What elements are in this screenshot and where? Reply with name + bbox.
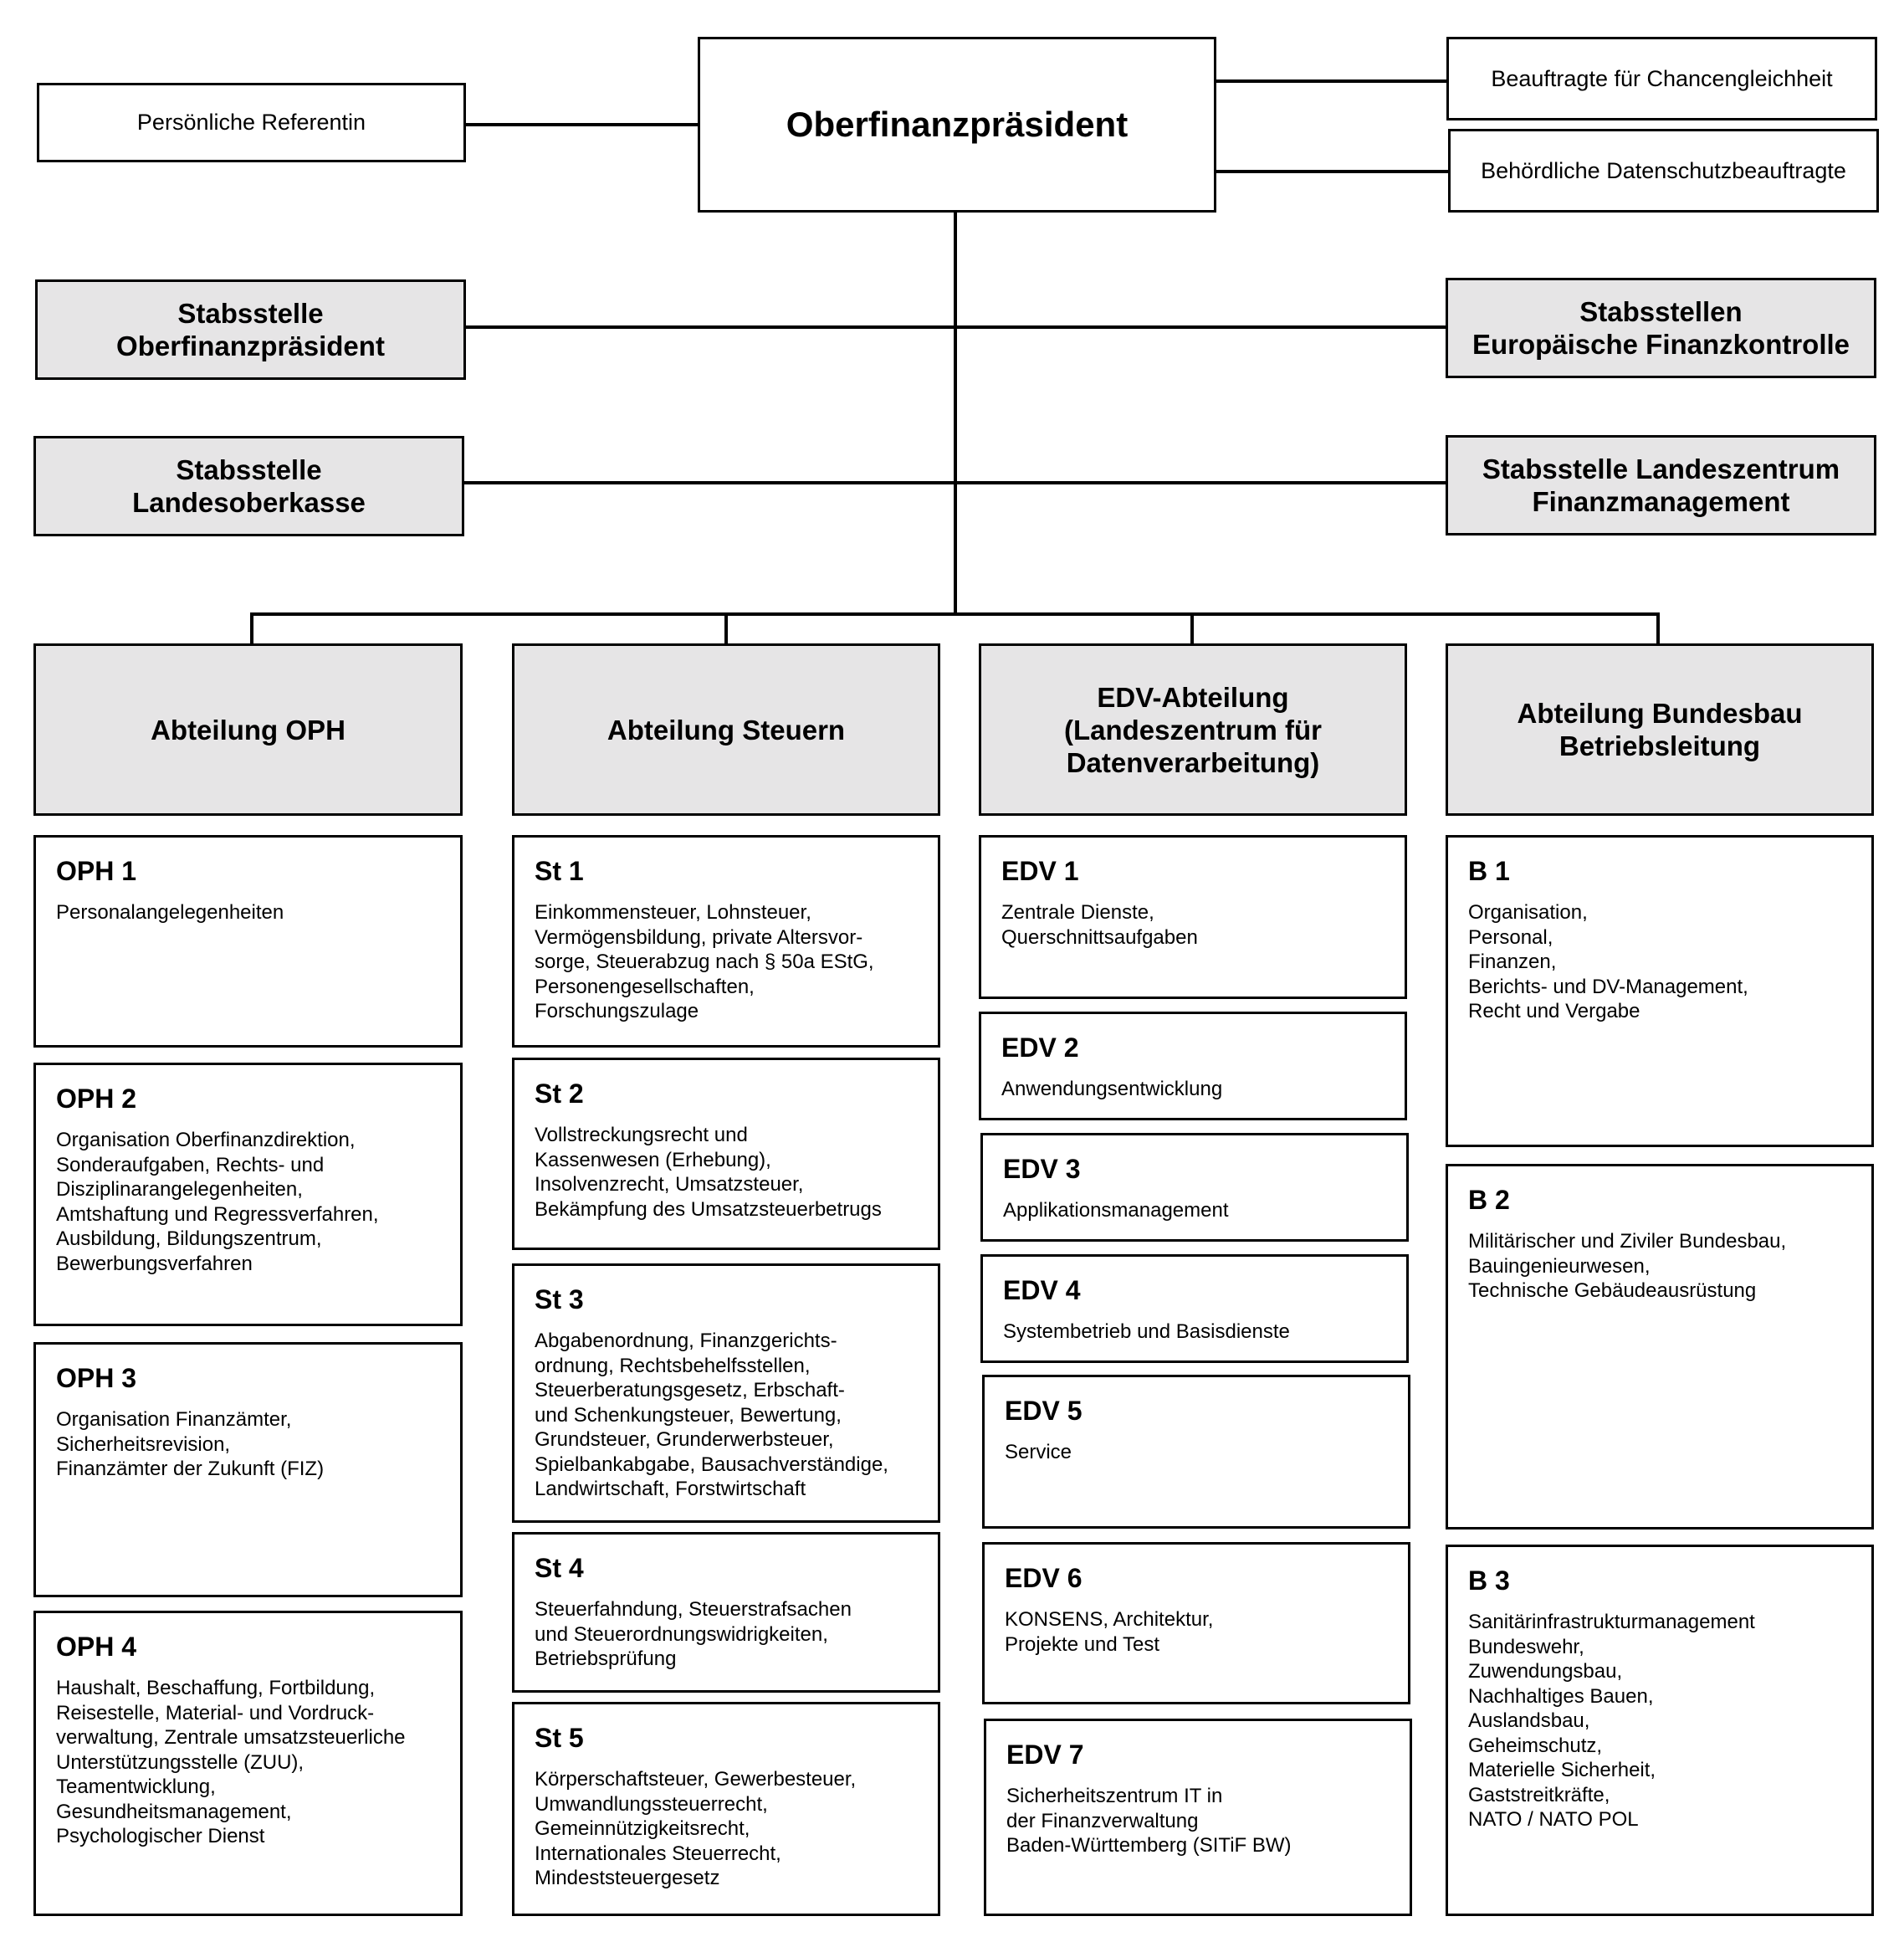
unit-description: Zentrale Dienste, Querschnittsaufgaben (1001, 901, 1198, 949)
unit-code: EDV 6 (1005, 1563, 1083, 1593)
equal-opportunity-box: Beauftragte für Chancengleichheit (1446, 37, 1877, 120)
unit-description: Anwendungsentwicklung (1001, 1078, 1223, 1100)
unit-description: Steuerfahndung, Steuerstrafsachen und St… (535, 1598, 852, 1670)
department-header-steuern: Abteilung Steuern (512, 643, 940, 816)
unit-description: Organisation Finanzämter, Sicherheitsrev… (56, 1408, 325, 1480)
unit-box-b-2: B 2 Militärischer und Ziviler Bundesbau,… (1446, 1164, 1874, 1530)
unit-code: EDV 3 (1003, 1154, 1081, 1184)
unit-code: St 5 (535, 1723, 584, 1753)
unit-description: Einkommensteuer, Lohnsteuer, Vermögensbi… (535, 901, 874, 1022)
unit-code: EDV 4 (1003, 1275, 1081, 1305)
department-name: Abteilung Steuern (607, 714, 846, 746)
unit-code: OPH 3 (56, 1363, 137, 1393)
connector-top-right-1 (1215, 79, 1447, 83)
unit-box-oph-4: OPH 4 Haushalt, Beschaffung, Fortbildung… (33, 1611, 463, 1916)
staff-label-right-2: Stabsstelle Landeszentrum Finanzmanageme… (1482, 453, 1840, 517)
connector-trunk (954, 211, 957, 616)
unit-box-st-5: St 5 Körperschaftsteuer, Gewerbesteuer, … (512, 1702, 940, 1916)
unit-box-oph-1: OPH 1 Personalangelegenheiten (33, 835, 463, 1048)
personal-assistant-label: Persönliche Referentin (136, 110, 366, 135)
unit-description: Organisation Oberfinanzdirektion, Sonder… (56, 1129, 379, 1275)
unit-box-edv-4: EDV 4 Systembetrieb und Basisdienste (980, 1254, 1409, 1363)
connector-dept-oph (250, 612, 253, 646)
personal-assistant-box: Persönliche Referentin (37, 83, 466, 162)
unit-code: B 2 (1468, 1185, 1510, 1215)
staff-label-left-2: Stabsstelle Landesoberkasse (132, 454, 366, 518)
unit-code: EDV 7 (1006, 1740, 1084, 1770)
connector-dept-steuern (724, 612, 728, 646)
unit-code: St 2 (535, 1079, 584, 1109)
staff-box-right-2: Stabsstelle Landeszentrum Finanzmanageme… (1446, 435, 1876, 535)
unit-code: OPH 2 (56, 1084, 137, 1114)
unit-box-st-1: St 1 Einkommensteuer, Lohnsteuer, Vermög… (512, 835, 940, 1048)
connector-top-right-2 (1215, 170, 1449, 173)
head-of-office-box: Oberfinanzpräsident (698, 37, 1216, 213)
department-header-bundesbau: Abteilung Bundesbau Betriebsleitung (1446, 643, 1874, 816)
department-name: Abteilung Bundesbau Betriebsleitung (1517, 698, 1803, 761)
unit-box-st-2: St 2 Vollstreckungsrecht und Kassenwesen… (512, 1058, 940, 1250)
staff-box-left-1: Stabsstelle Oberfinanzpräsident (35, 279, 466, 380)
department-name: Abteilung OPH (151, 714, 345, 746)
department-header-oph: Abteilung OPH (33, 643, 463, 816)
department-name: EDV-Abteilung (Landeszentrum für Datenve… (1063, 681, 1323, 778)
unit-code: St 1 (535, 856, 584, 886)
unit-box-edv-3: EDV 3 Applikationsmanagement (980, 1133, 1409, 1242)
connector-dept-edv (1190, 612, 1194, 646)
connector-dept-bundesbau (1656, 612, 1660, 646)
unit-description: Körperschaftsteuer, Gewerbesteuer, Umwan… (535, 1768, 857, 1889)
unit-box-edv-6: EDV 6 KONSENS, Architektur, Projekte und… (982, 1542, 1410, 1704)
unit-description: KONSENS, Architektur, Projekte und Test (1005, 1608, 1214, 1656)
staff-label-left-1: Stabsstelle Oberfinanzpräsident (116, 298, 385, 361)
staff-box-right-1: Stabsstellen Europäische Finanzkontrolle (1446, 278, 1876, 378)
unit-code: OPH 1 (56, 856, 137, 886)
connector-staff-row-2 (462, 481, 1449, 484)
unit-code: EDV 5 (1005, 1396, 1083, 1426)
unit-description: Vollstreckungsrecht und Kassenwesen (Erh… (535, 1124, 882, 1221)
unit-box-edv-5: EDV 5 Service (982, 1375, 1410, 1529)
unit-box-edv-2: EDV 2 Anwendungsentwicklung (979, 1012, 1407, 1120)
unit-box-st-3: St 3 Abgabenordnung, Finanzgerichts- ord… (512, 1263, 940, 1523)
unit-description: Personalangelegenheiten (56, 901, 284, 924)
data-protection-label: Behördliche Datenschutzbeauftragte (1481, 157, 1846, 183)
unit-description: Organisation, Personal, Finanzen, Berich… (1468, 901, 1748, 1022)
unit-description: Sanitärinfrastrukturmanagement Bundesweh… (1468, 1611, 1755, 1831)
unit-code: B 1 (1468, 856, 1510, 886)
unit-code: St 4 (535, 1553, 584, 1583)
unit-description: Militärischer und Ziviler Bundesbau, Bau… (1468, 1230, 1787, 1302)
unit-code: St 3 (535, 1284, 584, 1314)
connector-top-left (463, 123, 700, 126)
department-header-edv: EDV-Abteilung (Landeszentrum für Datenve… (979, 643, 1407, 816)
unit-box-edv-7: EDV 7 Sicherheitszentrum IT in der Finan… (984, 1719, 1412, 1916)
unit-box-oph-3: OPH 3 Organisation Finanzämter, Sicherhe… (33, 1342, 463, 1597)
staff-box-left-2: Stabsstelle Landesoberkasse (33, 436, 464, 536)
unit-box-st-4: St 4 Steuerfahndung, Steuerstrafsachen u… (512, 1532, 940, 1693)
unit-box-b-1: B 1 Organisation, Personal, Finanzen, Be… (1446, 835, 1874, 1147)
unit-description: Applikationsmanagement (1003, 1199, 1229, 1222)
unit-code: EDV 1 (1001, 856, 1079, 886)
unit-description: Haushalt, Beschaffung, Fortbildung, Reis… (56, 1677, 406, 1847)
unit-box-b-3: B 3 Sanitärinfrastrukturmanagement Bunde… (1446, 1545, 1874, 1916)
data-protection-box: Behördliche Datenschutzbeauftragte (1448, 129, 1879, 213)
equal-opportunity-label: Beauftragte für Chancengleichheit (1491, 65, 1833, 91)
unit-code: B 3 (1468, 1565, 1510, 1596)
connector-staff-row-1 (463, 325, 1449, 329)
unit-code: OPH 4 (56, 1632, 137, 1662)
unit-box-edv-1: EDV 1 Zentrale Dienste, Querschnittsaufg… (979, 835, 1407, 999)
unit-description: Abgabenordnung, Finanzgerichts- ordnung,… (535, 1330, 888, 1500)
staff-label-right-1: Stabsstellen Europäische Finanzkontrolle (1472, 296, 1850, 360)
connector-dept-bus (250, 612, 1660, 616)
unit-code: EDV 2 (1001, 1032, 1079, 1063)
unit-description: Sicherheitszentrum IT in der Finanzverwa… (1006, 1785, 1292, 1857)
head-of-office-title: Oberfinanzpräsident (786, 105, 1129, 144)
unit-description: Service (1005, 1441, 1072, 1463)
unit-description: Systembetrieb und Basisdienste (1003, 1320, 1290, 1343)
unit-box-oph-2: OPH 2 Organisation Oberfinanzdirektion, … (33, 1063, 463, 1326)
